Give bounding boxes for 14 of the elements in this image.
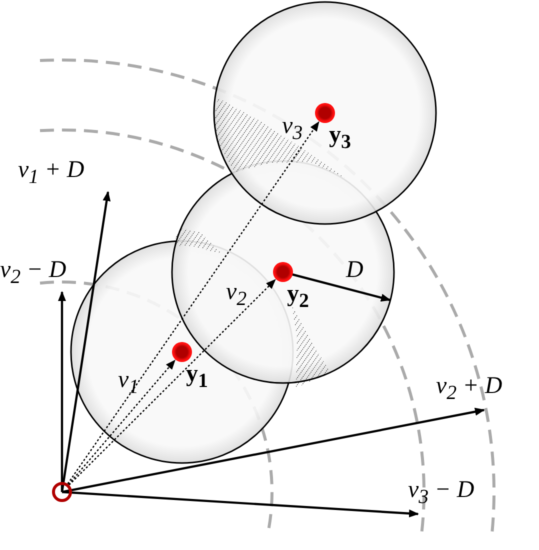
math-label: v$_{2}$ − D bbox=[0, 258, 66, 287]
dotted-arrow bbox=[68, 279, 276, 486]
edge-label: v$_{3}$ bbox=[282, 114, 303, 143]
origin-marker bbox=[52, 482, 72, 502]
math-label: v$_{2}$ + D bbox=[436, 374, 502, 403]
point-label: y$_{2}$ bbox=[287, 282, 309, 311]
dotted-arrow bbox=[68, 360, 176, 485]
dotted-arrow bbox=[67, 121, 320, 484]
point-label: y$_{1}$ bbox=[186, 362, 208, 391]
math-label: v$_{1}$ + D bbox=[18, 158, 84, 187]
edge-label: v$_{2}$ bbox=[226, 280, 247, 309]
point-label: y$_{3}$ bbox=[329, 123, 351, 152]
math-label: v$_{3}$ − D bbox=[408, 478, 474, 507]
math-label: D bbox=[346, 258, 364, 282]
